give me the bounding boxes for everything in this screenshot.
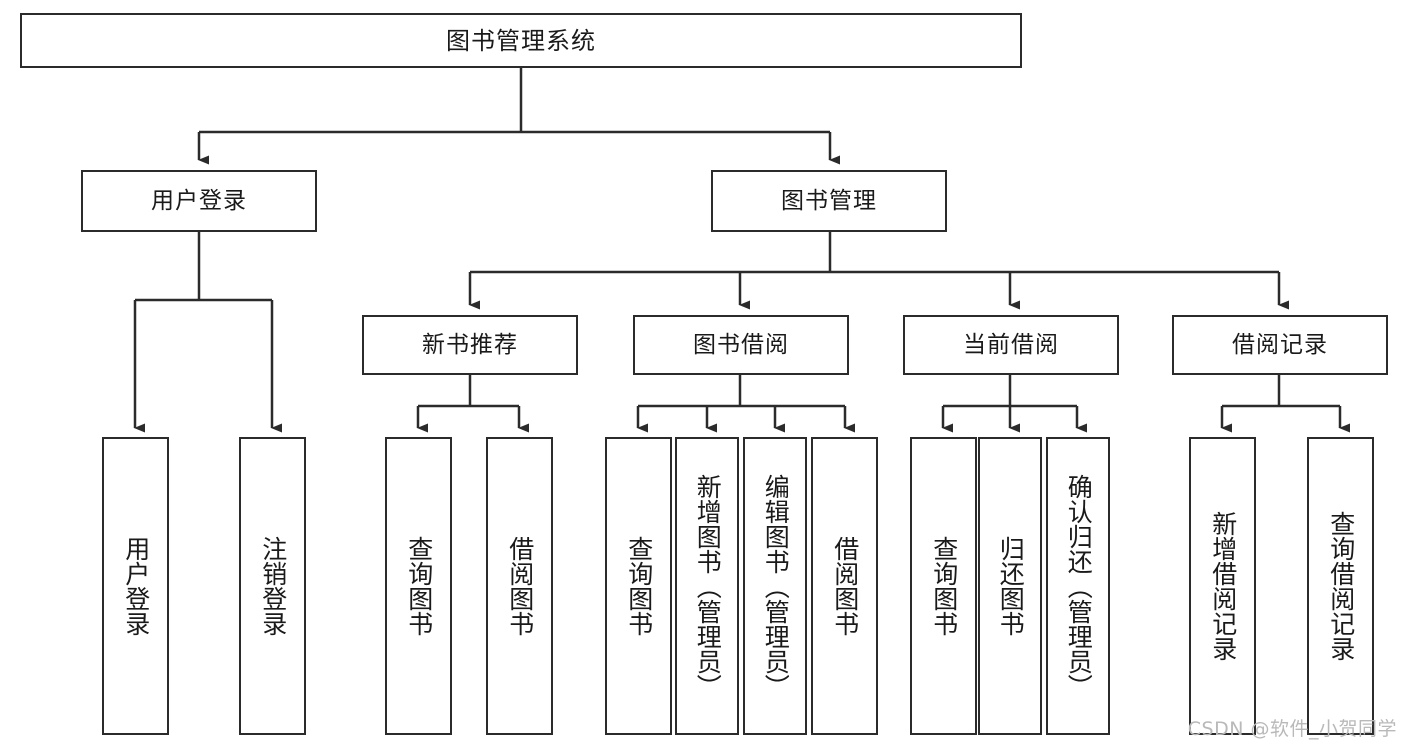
node-label: 借阅记录: [1232, 331, 1328, 358]
node-user-login[interactable]: 用户登录: [81, 170, 317, 232]
leaf-new-book-query[interactable]: 查询图书: [385, 437, 452, 735]
csdn-watermark: CSDN @软件_小贺同学: [1187, 718, 1397, 740]
node-book-borrowing[interactable]: 图书借阅: [633, 315, 849, 375]
leaf-user-login-signin[interactable]: 用户登录: [102, 437, 169, 735]
leaf-current-return-book[interactable]: 归还图书: [978, 437, 1042, 735]
node-label: 图书管理系统: [446, 26, 596, 55]
node-label: 查询图书: [929, 536, 959, 636]
node-label: 注销登录: [258, 536, 288, 636]
node-label: 用户登录: [121, 536, 151, 636]
leaf-record-add-borrow-record[interactable]: 新增借阅记录: [1189, 437, 1256, 735]
node-root-book-management-system[interactable]: 图书管理系统: [20, 13, 1022, 68]
leaf-borrow-edit-book-admin[interactable]: 编辑图书（管理员）: [743, 437, 807, 735]
node-label: 图书借阅: [693, 331, 789, 358]
node-label: 借阅图书: [830, 536, 860, 636]
node-label: 新增图书（管理员）: [693, 473, 723, 699]
node-label: 查询图书: [404, 536, 434, 636]
node-label: 编辑图书（管理员）: [761, 473, 791, 699]
leaf-record-query-borrow-record[interactable]: 查询借阅记录: [1307, 437, 1374, 735]
node-label: 新增借阅记录: [1208, 511, 1238, 661]
leaf-borrow-query-book[interactable]: 查询图书: [605, 437, 672, 735]
leaf-current-confirm-return-admin[interactable]: 确认归还（管理员）: [1046, 437, 1110, 735]
node-borrow-records[interactable]: 借阅记录: [1172, 315, 1388, 375]
node-label: 借阅图书: [505, 536, 535, 636]
node-label: 当前借阅: [963, 331, 1059, 358]
node-label: 新书推荐: [422, 331, 518, 358]
leaf-new-book-borrow[interactable]: 借阅图书: [486, 437, 553, 735]
node-book-management[interactable]: 图书管理: [711, 170, 947, 232]
leaf-user-login-signout[interactable]: 注销登录: [239, 437, 306, 735]
node-label: 确认归还（管理员）: [1064, 473, 1094, 699]
leaf-borrow-add-book-admin[interactable]: 新增图书（管理员）: [675, 437, 739, 735]
leaf-current-query-book[interactable]: 查询图书: [910, 437, 977, 735]
node-label: 图书管理: [781, 187, 877, 214]
node-new-book-recommendation[interactable]: 新书推荐: [362, 315, 578, 375]
leaf-borrow-borrow-book[interactable]: 借阅图书: [811, 437, 878, 735]
node-label: 用户登录: [151, 187, 247, 214]
node-label: 归还图书: [996, 536, 1026, 636]
node-current-borrowing[interactable]: 当前借阅: [903, 315, 1119, 375]
node-label: 查询图书: [624, 536, 654, 636]
node-label: 查询借阅记录: [1326, 511, 1356, 661]
